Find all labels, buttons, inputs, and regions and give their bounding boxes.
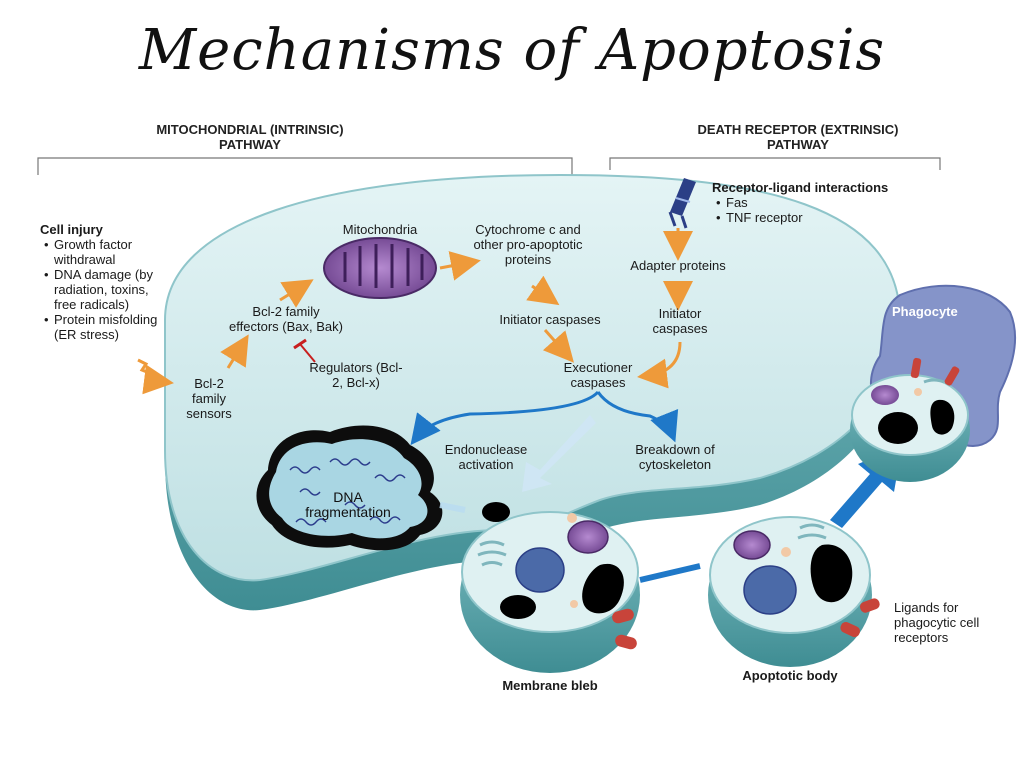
receptor-ligand-block: Receptor-ligand interactions Fas TNF rec… [712,180,952,225]
intrinsic-header-line1: MITOCHONDRIAL (INTRINSIC) [156,122,344,137]
page-title: Mechanisms of Apoptosis [138,18,886,83]
signal-arrows [220,228,693,389]
receptor-ligand-title: Receptor-ligand interactions [712,180,889,195]
phagocyte-label: Phagocyte [892,304,958,319]
apoptotic-body [708,516,880,667]
fragmented-nucleus [256,425,443,551]
bcl2-effectors-label: Bcl-2 family effectors (Bax, Bak) [229,304,343,334]
extrinsic-header-line1: DEATH RECEPTOR (EXTRINSIC) [697,122,899,137]
fragment-arrow [439,502,466,513]
membrane-bleb-cell [460,502,640,673]
cell-injury-item: Protein misfolding (ER stress) [44,312,160,342]
extrinsic-header-line2: PATHWAY [767,137,829,152]
initiator-caspases-left-label: Initiator caspases [499,312,601,327]
cell-injury-block: Cell injury Growth factor withdrawal DNA… [40,222,160,342]
receptor-ligand-item: Fas [716,195,952,210]
apoptotic-body-label: Apoptotic body [742,668,838,683]
intrinsic-header-line2: PATHWAY [219,137,281,152]
bleb-arrow [522,415,596,492]
executioner-caspases-label: Executioner caspases [563,360,633,390]
inhibition-marker [293,338,316,363]
bleb-release-arrow [639,563,701,583]
cell-injury-item: DNA damage (by radiation, toxins, free r… [44,267,160,312]
mitochondrion [323,237,437,299]
cell-injury-title: Cell injury [40,222,103,237]
mitochondria-label: Mitochondria [342,222,418,237]
endonuclease-label: Endonuclease activation [444,442,528,472]
intrinsic-bracket [37,157,573,175]
extrinsic-pathway-header: DEATH RECEPTOR (EXTRINSIC) PATHWAY [668,122,928,152]
extrinsic-bracket [609,157,941,170]
ligands-label: Ligands for phagocytic cell receptors [894,600,980,645]
cytochrome-label: Cytochrome c and other pro-apoptotic pro… [473,222,583,267]
executioner-arrows [410,390,679,446]
initiator-caspases-right-label: Initiator caspases [652,306,708,336]
phagocyte-cell [850,284,1017,482]
receptor-ligand-item: TNF receptor [716,210,952,225]
injury-arrow [137,358,174,395]
intrinsic-pathway-header: MITOCHONDRIAL (INTRINSIC) PATHWAY [130,122,370,152]
breakdown-label: Breakdown of cytoskeleton [635,442,715,472]
dna-fragmentation-label: DNA fragmentation [305,489,391,520]
death-receptor [668,178,696,229]
cell-injury-item: Growth factor withdrawal [44,237,160,267]
bcl2-sensors-label: Bcl-2 family sensors [186,376,232,421]
membrane-bleb-label: Membrane bleb [502,678,598,693]
adapter-proteins-label: Adapter proteins [630,258,726,273]
regulators-label: Regulators (Bcl-2, Bcl-x) [309,360,403,390]
